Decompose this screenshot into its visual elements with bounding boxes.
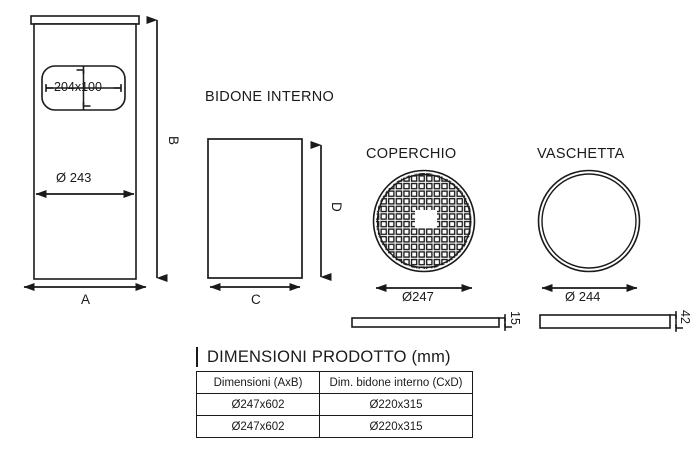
- inner-bin-height-label: D: [329, 202, 344, 212]
- cell-dimensioni-row1: Ø247x602: [196, 393, 320, 416]
- inner-bin-width-label: C: [251, 292, 261, 307]
- tray-thickness-label: 42: [678, 310, 692, 324]
- tray-diameter-label: Ø 244: [565, 289, 601, 304]
- view-bidone-esterno: [23, 15, 168, 291]
- outer-bin-height-label: B: [166, 136, 181, 146]
- column-header-dimensioni: Dimensioni (AxB): [196, 371, 320, 394]
- cell-bidone-interno-row1: Ø220x315: [319, 393, 473, 416]
- inner-bin-title: BIDONE INTERNO: [205, 89, 335, 105]
- lid-thickness-label: 15: [508, 311, 522, 325]
- lid-side-profile: [351, 317, 500, 328]
- lid-center-plate: [415, 210, 437, 228]
- outer-bin-top-cap: [30, 15, 140, 25]
- outer-bin-width-label: A: [81, 292, 91, 307]
- cell-dimensioni-row2: Ø247x602: [196, 415, 320, 438]
- table-row: Ø247x602 Ø220x315: [196, 415, 473, 438]
- column-header-bidone-interno: Dim. bidone interno (CxD): [319, 371, 473, 394]
- view-bidone-interno: [207, 138, 332, 291]
- aperture-dimension-label: 204x100: [54, 80, 102, 94]
- lid-title: COPERCHIO: [366, 146, 457, 162]
- cell-bidone-interno-row2: Ø220x315: [319, 415, 473, 438]
- outer-bin-body: [33, 23, 137, 280]
- tray-title: VASCHETTA: [537, 146, 625, 162]
- table-header-row: Dimensioni (AxB) Dim. bidone interno (Cx…: [196, 371, 473, 394]
- table-row: Ø247x602 Ø220x315: [196, 393, 473, 416]
- inner-bin-body: [207, 138, 303, 279]
- table-body: Dimensioni (AxB) Dim. bidone interno (Cx…: [196, 371, 473, 438]
- tray-inner-ring: [541, 173, 637, 269]
- product-dimensions-block: DIMENSIONI PRODOTTO (mm) Dimensioni (AxB…: [196, 347, 473, 438]
- lid-diameter-label: Ø247: [402, 289, 434, 304]
- product-dimensions-table: Dimensioni (AxB) Dim. bidone interno (Cx…: [196, 371, 473, 438]
- view-vaschetta: [537, 169, 683, 332]
- tray-side-profile: [539, 314, 671, 329]
- view-coperchio: [351, 169, 512, 331]
- outer-bin-diameter-label: Ø 243: [56, 170, 92, 185]
- lid-perforation-grid: [376, 173, 472, 269]
- product-dimensions-title: DIMENSIONI PRODOTTO (mm): [196, 347, 462, 367]
